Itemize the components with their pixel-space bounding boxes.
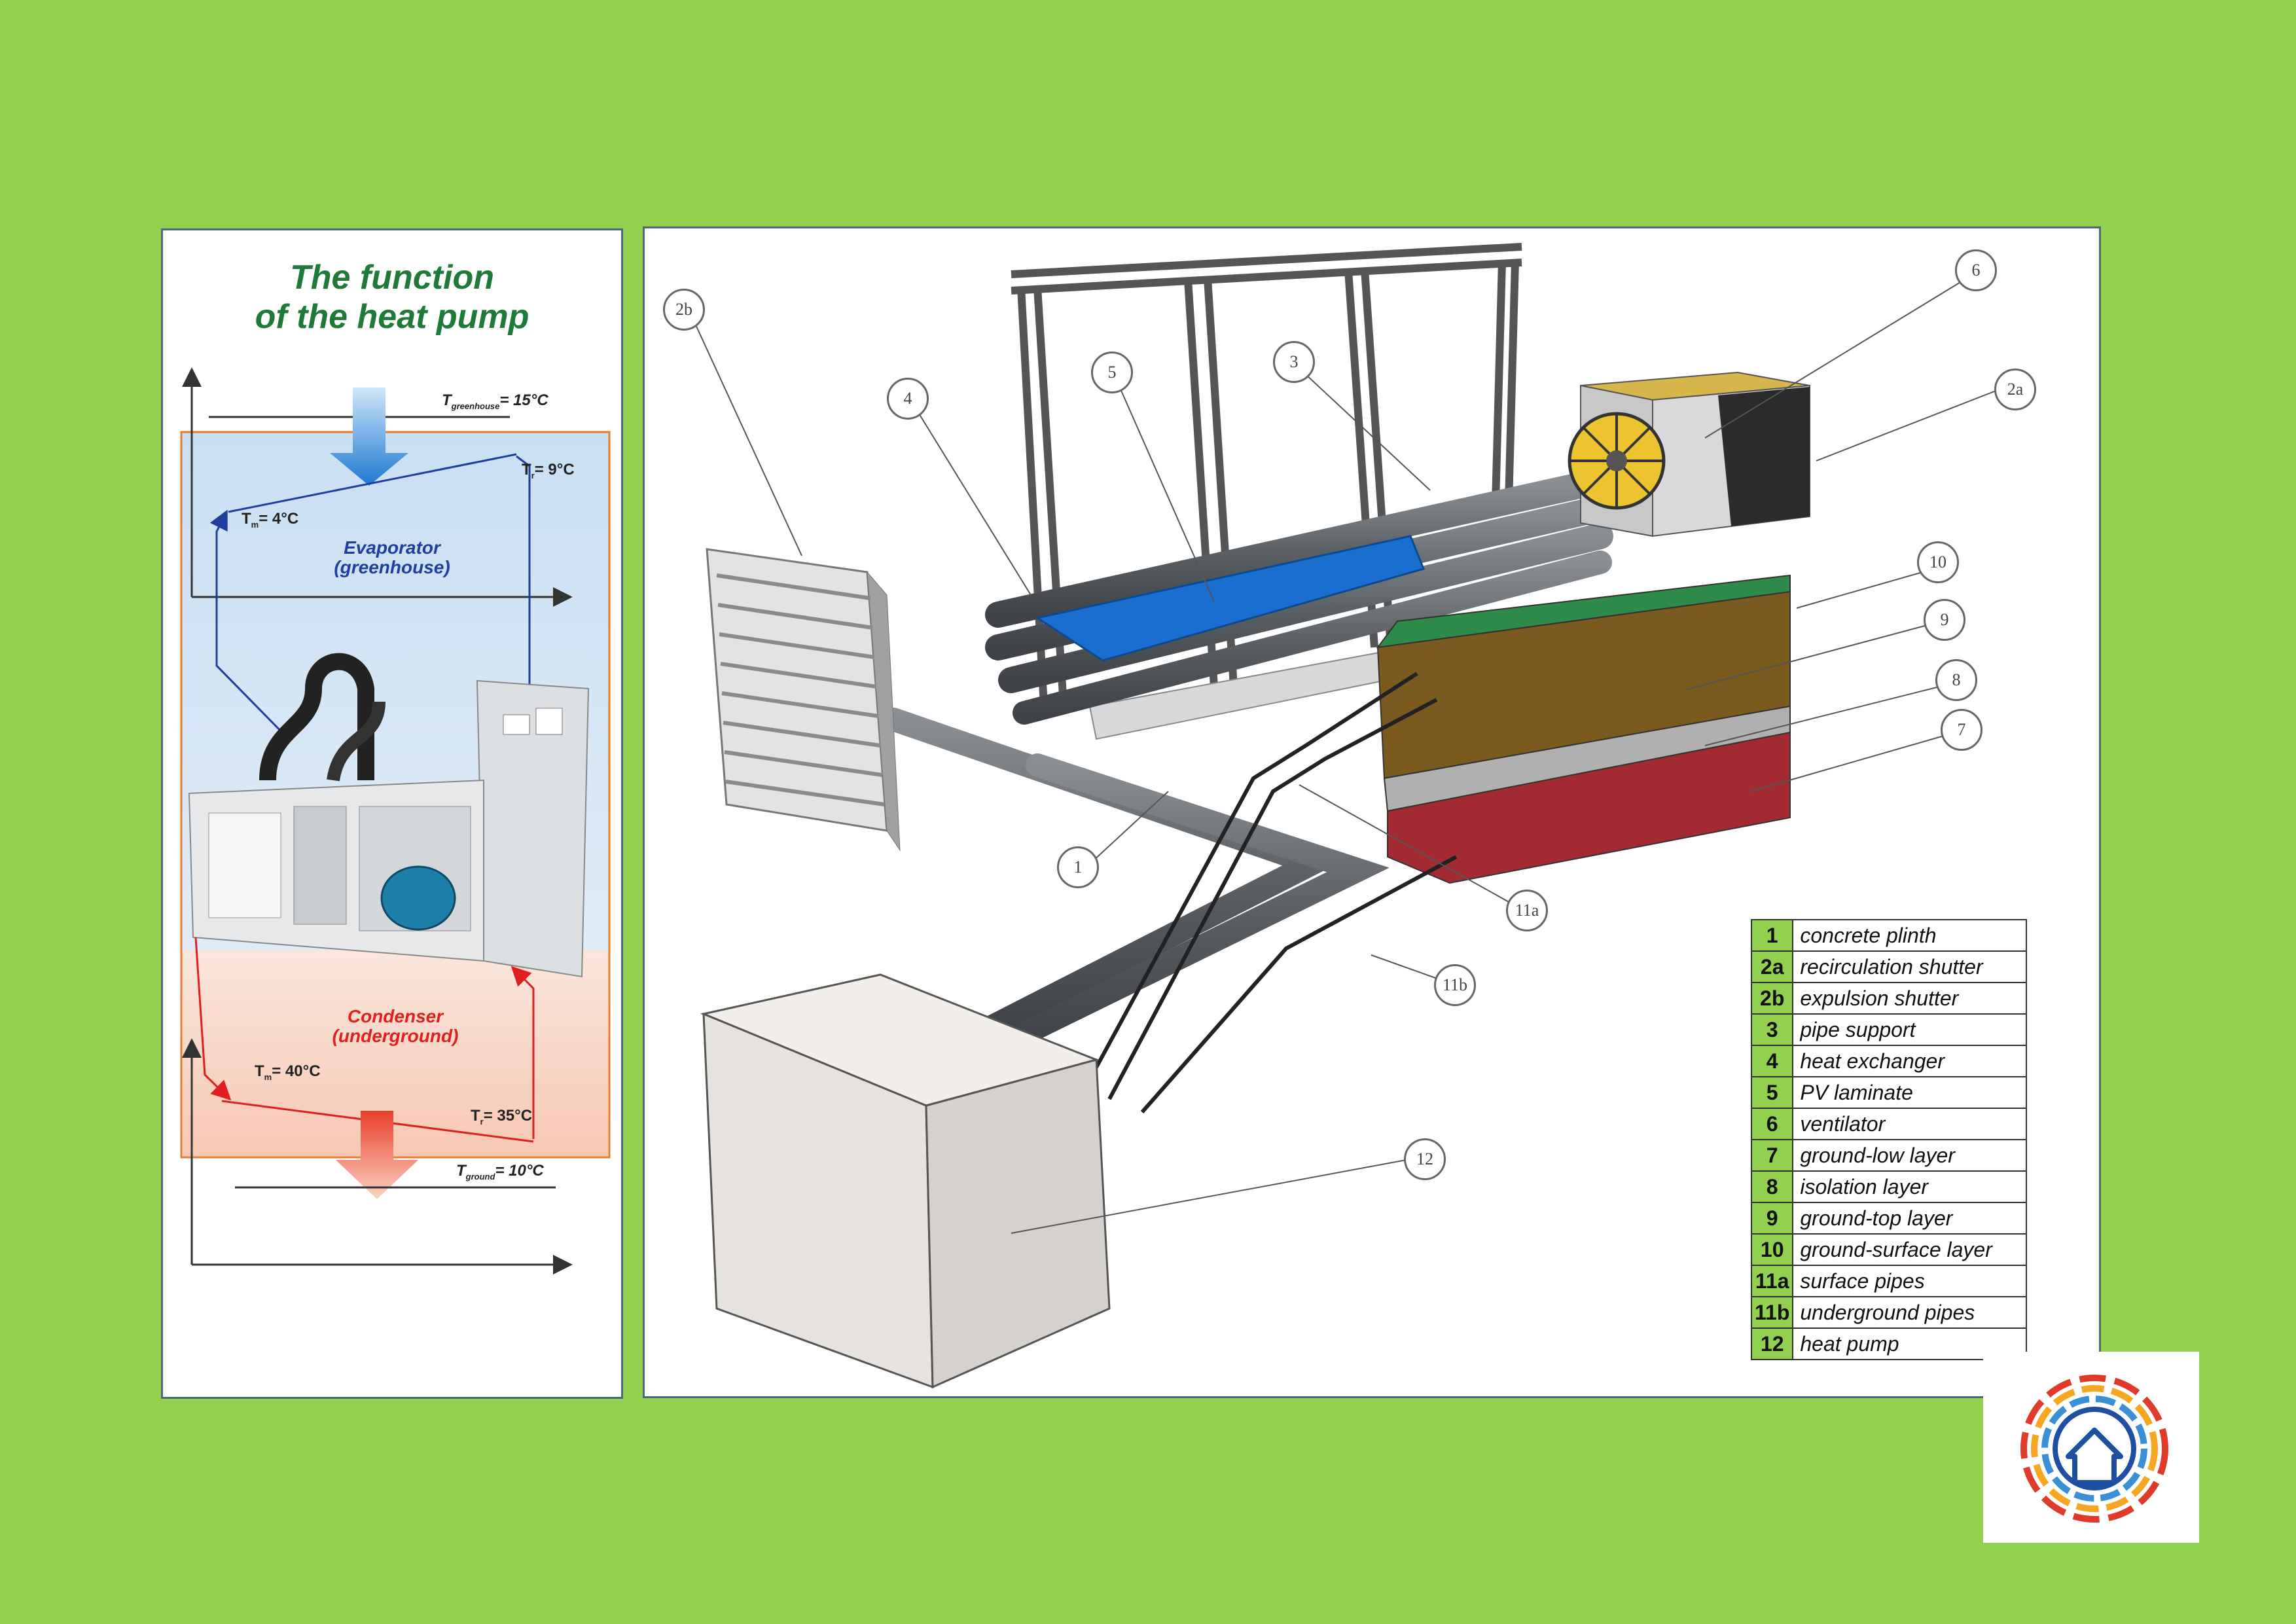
callout-11b: 11b	[1434, 964, 1476, 1006]
tm-evaporator-label: Tm= 4°C	[242, 510, 298, 530]
callout-3: 3	[1273, 341, 1315, 383]
heat-out-arrow-icon	[336, 1111, 418, 1199]
legend-label: ground-top layer	[1792, 1202, 2028, 1235]
thin-pipes	[1088, 672, 1458, 1113]
heat-pump-function-panel: The function of the heat pump	[161, 228, 623, 1399]
legend-label: surface pipes	[1792, 1265, 2028, 1297]
logo	[1983, 1352, 2199, 1543]
condenser-flow-arrow	[194, 937, 232, 1101]
callout-4: 4	[887, 378, 929, 420]
ventilator-unit	[1568, 371, 1810, 537]
legend-label: concrete plinth	[1792, 919, 2028, 952]
condenser-label-line1: Condenser	[348, 1006, 444, 1026]
legend-number: 5	[1750, 1076, 1794, 1109]
legend-number: 2b	[1750, 982, 1794, 1015]
callout-12: 12	[1404, 1138, 1446, 1180]
legend-label: recirculation shutter	[1792, 950, 2028, 983]
panel-title-line2: of the heat pump	[255, 298, 529, 336]
callout-10: 10	[1917, 541, 1959, 583]
callout-6: 6	[1955, 249, 1997, 291]
legend-number: 3	[1750, 1013, 1794, 1046]
expulsion-shutter	[706, 548, 901, 852]
legend-number: 11a	[1750, 1265, 1794, 1297]
callout-2a: 2a	[1994, 369, 2036, 410]
legend-number: 6	[1750, 1108, 1794, 1140]
legend-label: expulsion shutter	[1792, 982, 2028, 1015]
heat-in-arrow-icon	[330, 388, 408, 486]
evaporator-label-line1: Evaporator	[344, 537, 442, 558]
legend-number: 8	[1750, 1170, 1794, 1203]
legend-number: 12	[1750, 1327, 1794, 1360]
heat-pump-unit	[188, 653, 590, 978]
legend-number: 1	[1750, 919, 1794, 952]
heat-pump-diagram: Tgreenhouse= 15°C Tr= 9°C Tm= 4°C Evapor…	[180, 367, 611, 1274]
house-energy-logo-icon	[2020, 1375, 2168, 1523]
legend-label: ventilator	[1792, 1108, 2028, 1140]
callout-9: 9	[1924, 599, 1965, 641]
callout-11a: 11a	[1506, 890, 1548, 931]
heat-pump-box	[700, 973, 1111, 1389]
legend-number: 9	[1750, 1202, 1794, 1235]
legend-label: underground pipes	[1792, 1296, 2028, 1329]
t-greenhouse-label: Tgreenhouse= 15°C	[442, 391, 548, 411]
condenser-label-line2: (underground)	[332, 1026, 459, 1046]
pv-laminate	[1035, 535, 1426, 662]
evaporator-label-line2: (greenhouse)	[334, 557, 450, 577]
legend-number: 2a	[1750, 950, 1794, 983]
legend-label: ground-surface layer	[1792, 1233, 2028, 1266]
legend-number: 10	[1750, 1233, 1794, 1266]
callout-leaders	[690, 274, 2010, 1234]
callout-1: 1	[1057, 846, 1099, 888]
condenser-zone	[183, 950, 608, 1156]
callout-7: 7	[1941, 709, 1982, 751]
legend-label: heat exchanger	[1792, 1045, 2028, 1077]
legend-label: isolation layer	[1792, 1170, 2028, 1203]
tr-evaporator-label: Tr= 9°C	[522, 461, 575, 480]
tm-condenser-label: Tm= 40°C	[255, 1062, 321, 1082]
tr-condenser-label: Tr= 35°C	[471, 1107, 532, 1127]
ground-layers-block	[1376, 574, 1791, 884]
legend-label: pipe support	[1792, 1013, 2028, 1046]
t-ground-label: Tground= 10°C	[456, 1162, 544, 1182]
callout-8: 8	[1935, 659, 1977, 701]
system-schematic-drawing	[690, 243, 2010, 1389]
callout-5: 5	[1091, 352, 1133, 393]
legend-number: 7	[1750, 1139, 1794, 1172]
evaporator-return-arrow	[209, 509, 289, 739]
evaporator-slope-line	[228, 453, 517, 513]
legend-label: PV laminate	[1792, 1076, 2028, 1109]
ground-connection-pipes	[882, 708, 1390, 1052]
callout-2b: 2b	[663, 289, 705, 331]
condenser-return-arrow	[511, 965, 535, 1139]
legend-number: 4	[1750, 1045, 1794, 1077]
panel-title-line1: The function	[290, 259, 494, 297]
legend-label: ground-low layer	[1792, 1139, 2028, 1172]
legend-number: 11b	[1750, 1296, 1794, 1329]
